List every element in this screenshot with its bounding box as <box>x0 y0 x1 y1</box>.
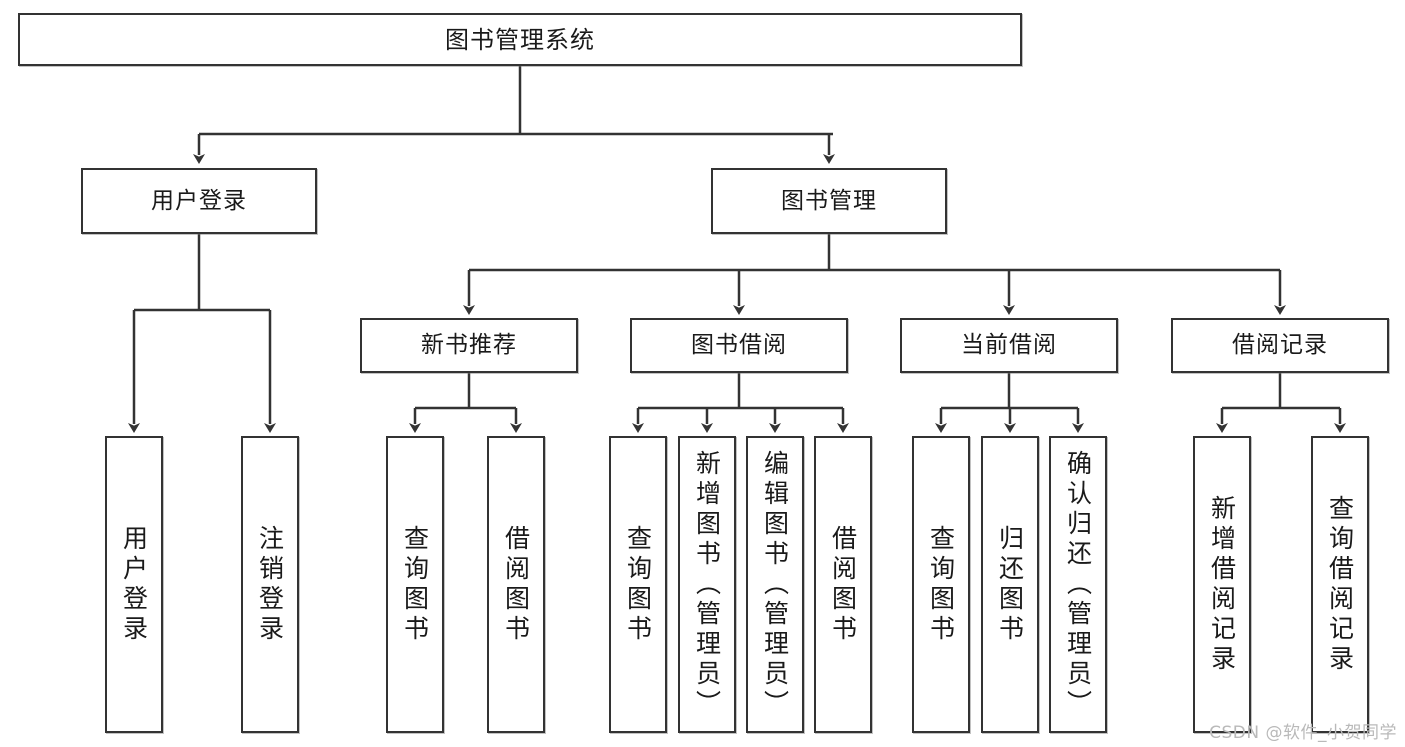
node-label: 用户登录 <box>119 524 149 645</box>
leaf-borrow-record-add-record[interactable]: 新增借阅记录 <box>1193 436 1251 733</box>
node-label: 当前借阅 <box>961 332 1057 359</box>
node-book-management[interactable]: 图书管理 <box>711 168 947 234</box>
node-label: 图书管理 <box>781 187 877 214</box>
leaf-book-borrow-query-books[interactable]: 查询图书 <box>609 436 667 733</box>
leaf-logout[interactable]: 注销登录 <box>241 436 299 733</box>
node-label: 注销登录 <box>255 524 285 645</box>
leaf-user-login[interactable]: 用户登录 <box>105 436 163 733</box>
leaf-book-borrow-add-book-admin[interactable]: 新增图书（管理员） <box>678 436 736 733</box>
node-label: 归还图书 <box>995 524 1025 645</box>
node-label: 新书推荐 <box>421 332 517 359</box>
edge-book-management-to-level3 <box>463 234 1286 315</box>
node-label: 编辑图书（管理员） <box>760 449 790 720</box>
leaf-new-book-query-books[interactable]: 查询图书 <box>386 436 444 733</box>
leaf-current-borrow-return-books[interactable]: 归还图书 <box>981 436 1039 733</box>
leaf-book-borrow-borrow-books[interactable]: 借阅图书 <box>814 436 872 733</box>
node-root-book-management-system[interactable]: 图书管理系统 <box>18 13 1022 66</box>
node-label: 查询图书 <box>623 524 653 645</box>
node-book-borrow[interactable]: 图书借阅 <box>630 318 848 373</box>
node-new-book-recommend[interactable]: 新书推荐 <box>360 318 578 373</box>
node-label: 用户登录 <box>151 187 247 214</box>
leaf-borrow-record-query-record[interactable]: 查询借阅记录 <box>1311 436 1369 733</box>
node-current-borrow[interactable]: 当前借阅 <box>900 318 1118 373</box>
edge-book-borrow-to-leaves <box>632 373 849 433</box>
leaf-book-borrow-edit-book-admin[interactable]: 编辑图书（管理员） <box>746 436 804 733</box>
node-label: 查询图书 <box>400 524 430 645</box>
node-label: 图书管理系统 <box>445 25 595 54</box>
node-label: 查询借阅记录 <box>1325 494 1355 675</box>
leaf-new-book-borrow-books[interactable]: 借阅图书 <box>487 436 545 733</box>
node-user-login[interactable]: 用户登录 <box>81 168 317 234</box>
csdn-watermark: CSDN @软件_小贺同学 <box>1209 723 1397 743</box>
node-label: 新增图书（管理员） <box>692 449 722 720</box>
node-label: 确认归还（管理员） <box>1063 449 1093 720</box>
node-label: 借阅图书 <box>501 524 531 645</box>
edge-borrow-record-to-leaves <box>1216 373 1346 433</box>
node-label: 借阅记录 <box>1232 332 1328 359</box>
edge-user-login-to-leaves <box>128 234 276 433</box>
node-label: 图书借阅 <box>691 332 787 359</box>
edge-root-to-level2 <box>193 66 835 164</box>
node-label: 查询图书 <box>926 524 956 645</box>
leaf-current-borrow-confirm-return-admin[interactable]: 确认归还（管理员） <box>1049 436 1107 733</box>
edge-current-borrow-to-leaves <box>935 373 1084 433</box>
edge-new-book-to-leaves <box>409 373 522 433</box>
node-borrow-record[interactable]: 借阅记录 <box>1171 318 1389 373</box>
leaf-current-borrow-query-books[interactable]: 查询图书 <box>912 436 970 733</box>
node-label: 新增借阅记录 <box>1207 494 1237 675</box>
node-label: 借阅图书 <box>828 524 858 645</box>
